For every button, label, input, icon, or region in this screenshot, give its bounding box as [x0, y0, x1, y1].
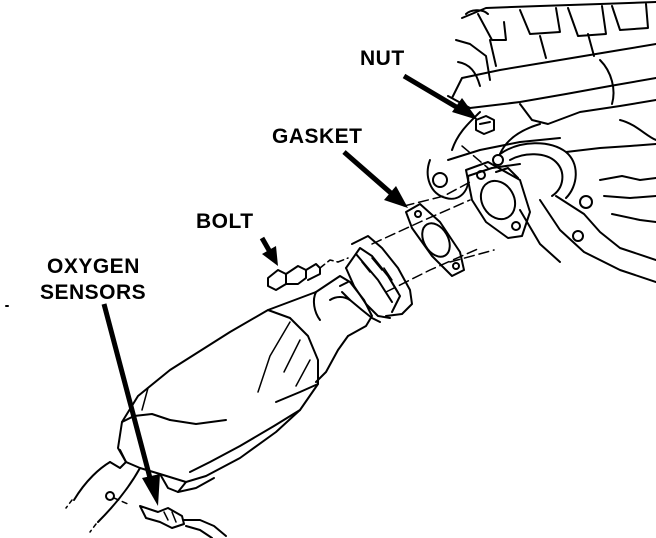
nut-arrowhead	[452, 98, 478, 120]
bolt-arrowhead	[262, 246, 278, 266]
gasket-arrow	[342, 150, 394, 196]
nut-arrow	[402, 73, 460, 111]
bolt-label: BOLT	[196, 210, 254, 233]
nut-hardware	[475, 115, 504, 166]
callout-arrows	[101, 73, 478, 506]
alignment-lines	[371, 145, 495, 293]
bolt-arrow	[259, 236, 273, 254]
bolt-part	[267, 257, 349, 291]
oxygen-arrowhead	[142, 474, 160, 506]
oxygen-arrow	[101, 303, 153, 479]
gasket-part	[405, 203, 465, 277]
oxygen-sensor-downstream	[105, 491, 227, 538]
oxygen-label-line1: OXYGEN	[47, 255, 140, 278]
oxygen-label-line2: SENSORS	[40, 281, 147, 304]
catalytic-converter	[109, 275, 373, 493]
converter-flange	[329, 235, 413, 323]
outlet-pipe	[65, 461, 141, 533]
gasket-label: GASKET	[272, 125, 363, 148]
nut-label: NUT	[360, 47, 405, 70]
exhaust-manifold	[426, 1, 656, 283]
gasket-arrowhead	[384, 186, 408, 208]
